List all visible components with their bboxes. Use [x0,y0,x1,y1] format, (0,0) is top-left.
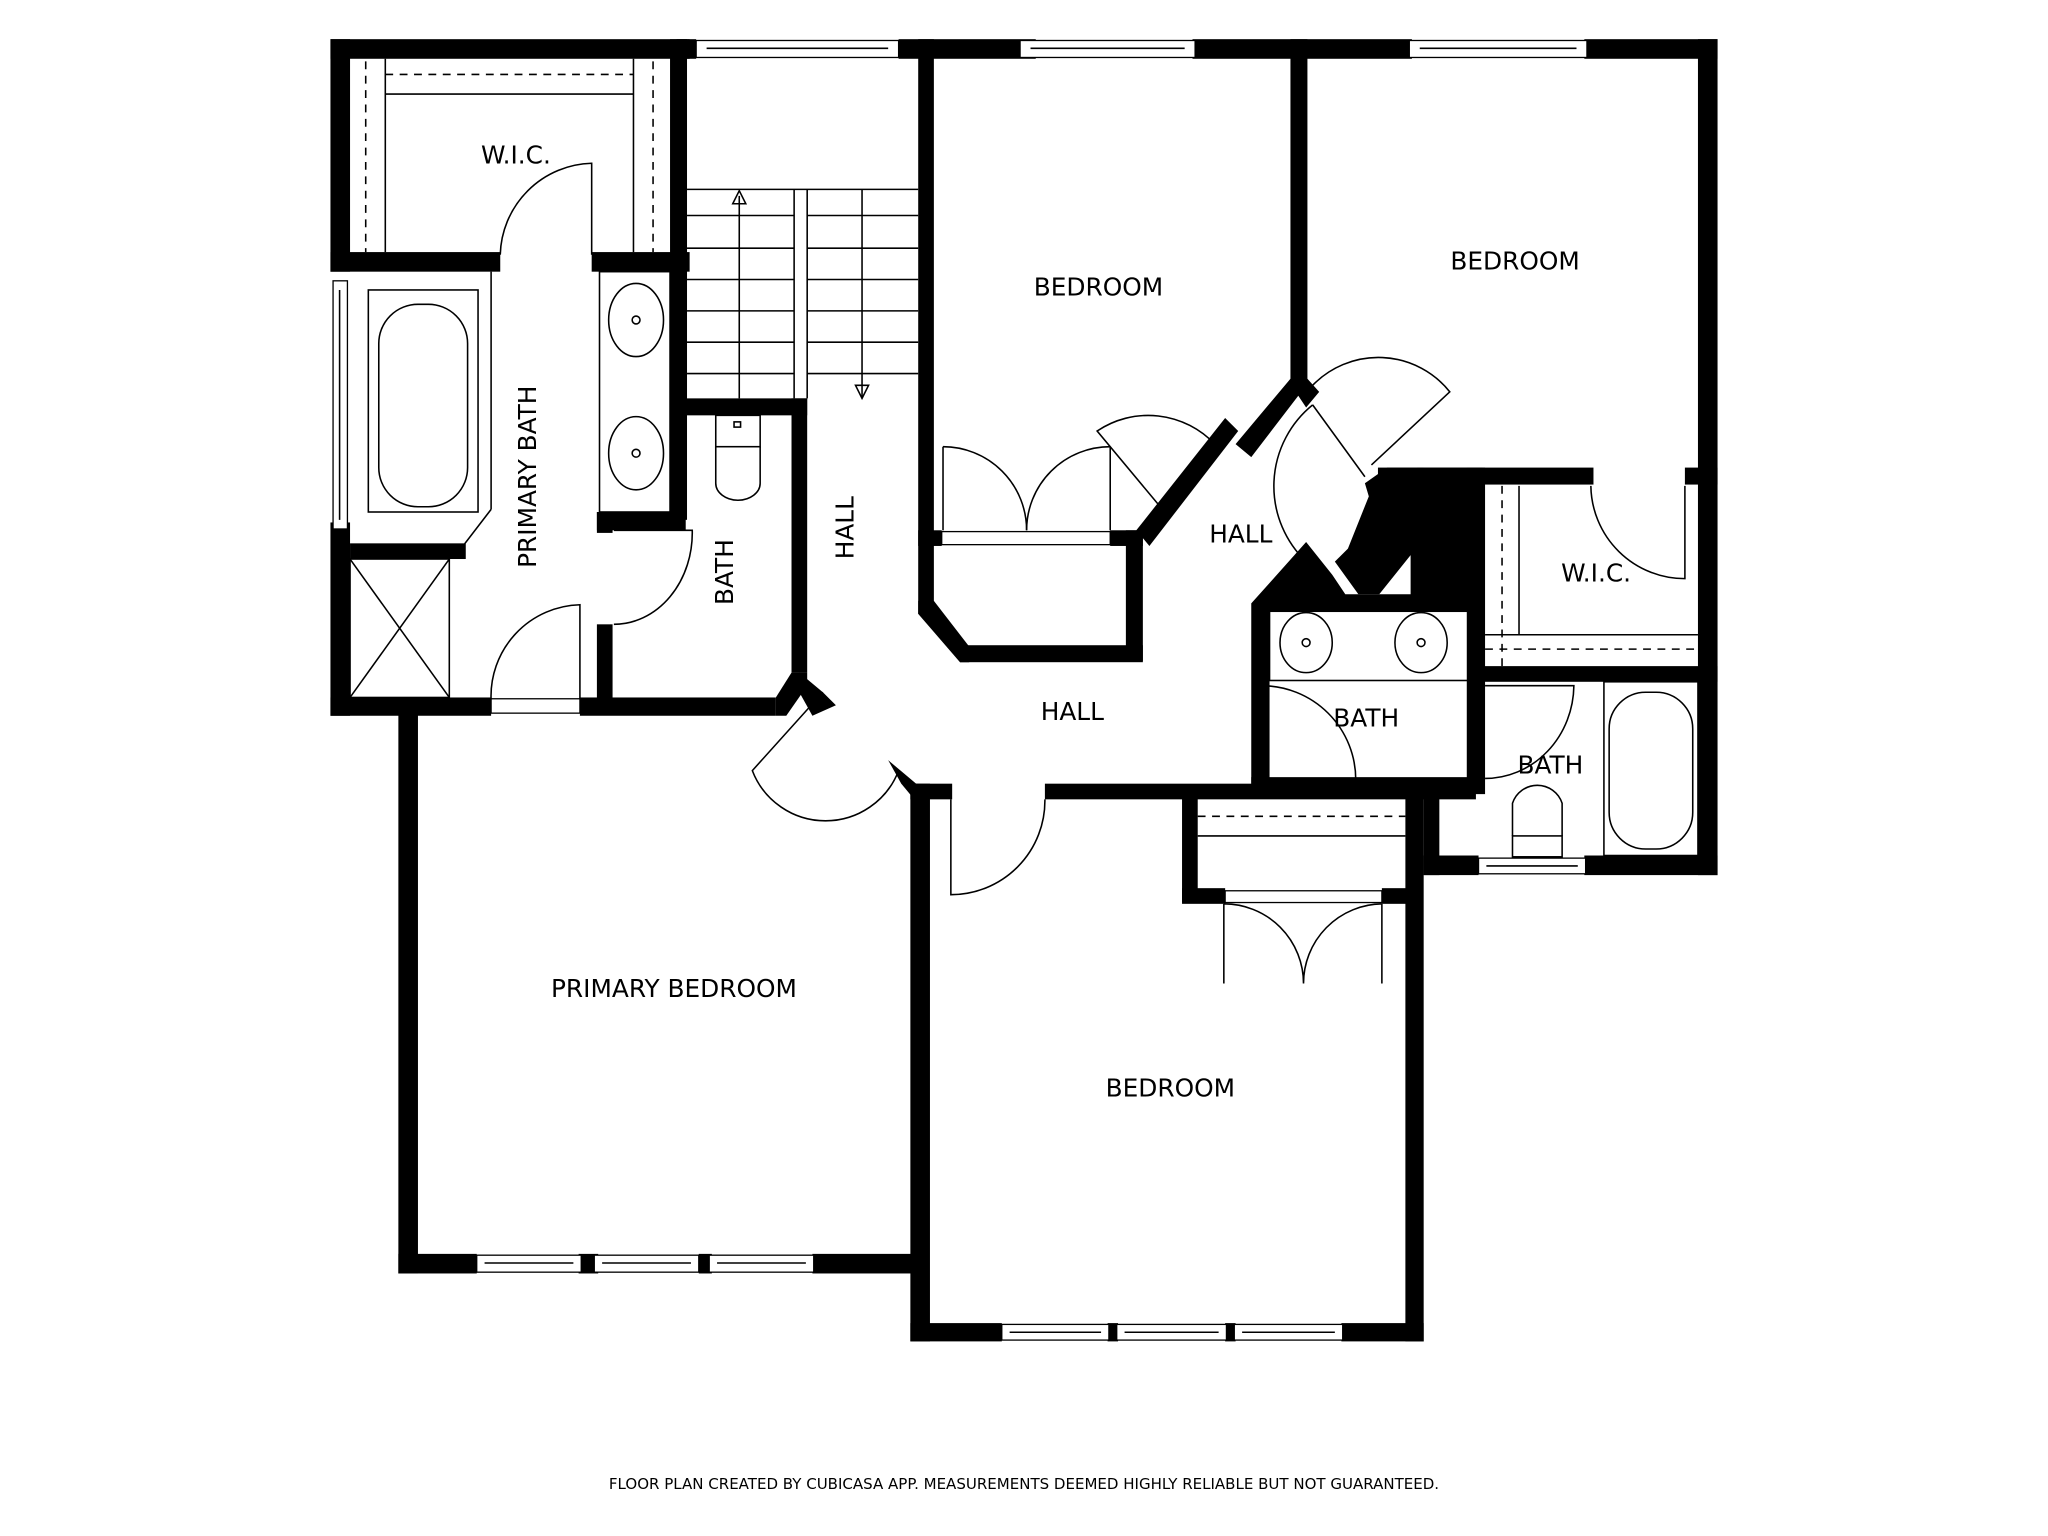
label-bedroom-3: BEDROOM [1106,1073,1235,1102]
label-wic-primary: W.I.C. [481,141,551,170]
label-bath-jack: BATH [1333,704,1399,733]
label-primary-bath: PRIMARY BATH [513,386,542,568]
label-bath-hall: BATH [710,539,739,605]
disclaimer: FLOOR PLAN CREATED BY CUBICASA APP. MEAS… [609,1475,1439,1493]
label-bath-small: BATH [1517,751,1583,780]
label-hall-vertical: HALL [830,496,859,559]
label-primary-bedroom: PRIMARY BEDROOM [551,974,797,1003]
label-bedroom-1: BEDROOM [1034,273,1163,302]
stairs [687,188,919,401]
windows [332,39,1588,1341]
walls [330,39,1718,1342]
label-hall-lower: HALL [1041,697,1104,726]
label-wic-bedroom-2: W.I.C. [1561,559,1631,588]
room-labels: W.I.C. PRIMARY BATH BATH HALL BEDROOM BE… [481,141,1631,1103]
label-bedroom-2: BEDROOM [1450,247,1579,276]
fixtures [349,58,1699,984]
label-hall-center: HALL [1209,520,1272,549]
